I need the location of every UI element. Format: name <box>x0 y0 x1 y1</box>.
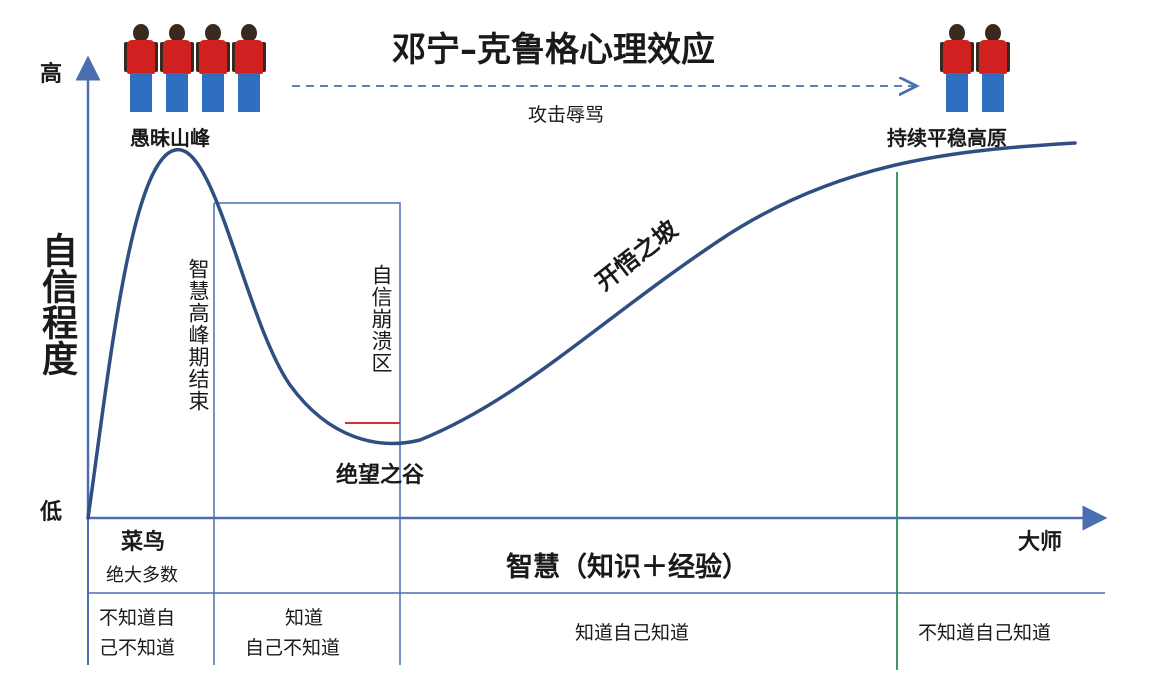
person-icon <box>976 24 1010 114</box>
stage-2-line1: 知道 <box>285 607 324 629</box>
peak-people-group <box>124 24 266 114</box>
collapse-zone-label: 自信崩溃区 <box>369 264 393 374</box>
diagram-title: 邓宁–克鲁格心理效应 <box>392 30 715 70</box>
collapse-zone-box <box>214 202 401 665</box>
person-icon <box>196 24 230 114</box>
x-axis-label: 智慧（知识＋经验） <box>506 552 749 583</box>
x-axis-end-label: 大师 <box>1018 530 1063 555</box>
valley-label: 绝望之谷 <box>336 463 425 488</box>
person-icon <box>124 24 158 114</box>
stage-2-line2: 自己不知道 <box>245 637 341 659</box>
novice-label: 菜鸟 <box>121 530 166 555</box>
y-axis-high: 高 <box>40 62 63 87</box>
person-icon <box>160 24 194 114</box>
novice-sub-label: 绝大多数 <box>106 565 178 586</box>
person-icon <box>940 24 974 114</box>
arrow-label: 攻击辱骂 <box>528 104 605 126</box>
peak-end-label: 智慧高峰期结束 <box>186 258 210 412</box>
stage-1-line1: 不知道自 <box>99 607 176 629</box>
stage-4-line1: 不知道自己知道 <box>918 622 1052 644</box>
person-icon <box>232 24 266 114</box>
peak-label: 愚昧山峰 <box>130 126 210 150</box>
y-axis-label: 自信程度 <box>36 232 77 376</box>
y-axis-low: 低 <box>40 500 63 525</box>
stage-3-line1: 知道自己知道 <box>575 622 690 644</box>
plateau-label: 持续平稳高原 <box>887 126 1007 150</box>
plateau-people-group <box>940 24 1010 114</box>
stage-1-line2: 己不知道 <box>99 637 176 659</box>
confidence-curve <box>86 141 1077 520</box>
